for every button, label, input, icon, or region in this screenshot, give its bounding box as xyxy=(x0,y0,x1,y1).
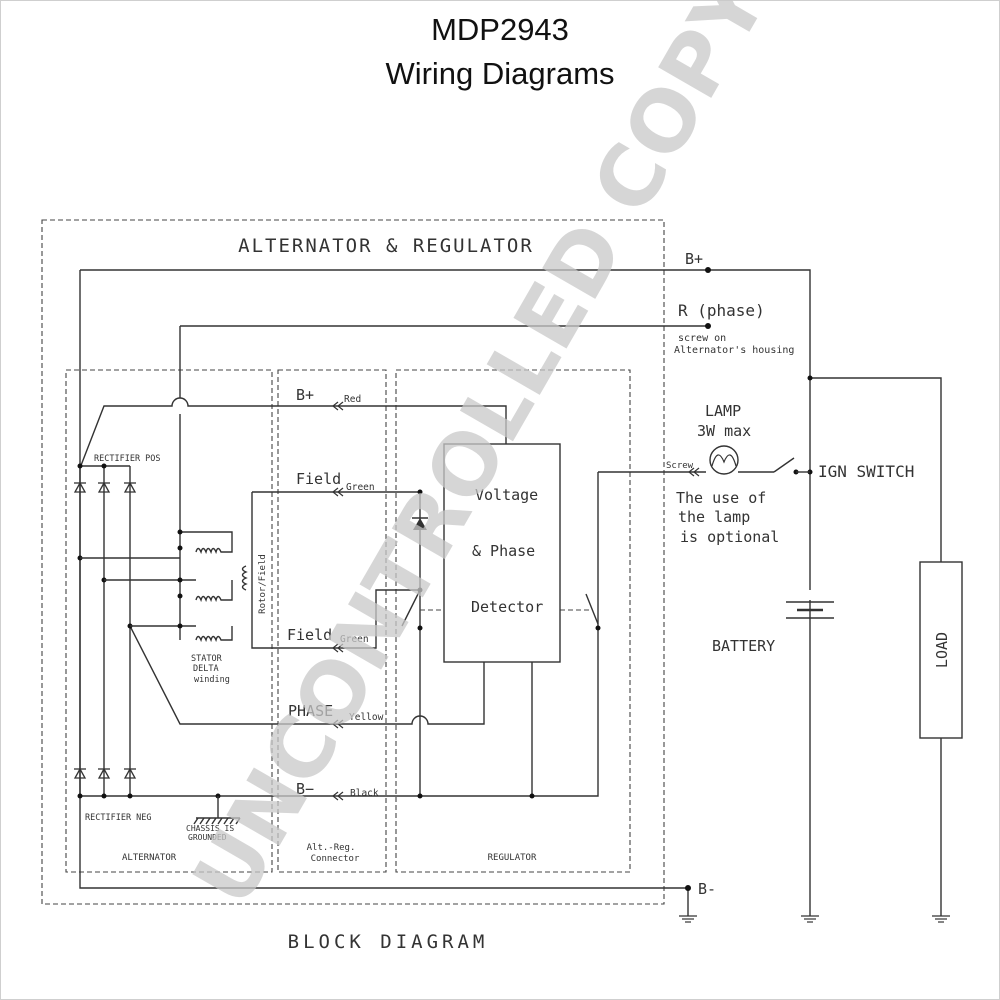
conn-phase-color: Yellow xyxy=(349,712,384,723)
lamp-switch-icon xyxy=(585,593,599,625)
chassis-ground-icon xyxy=(193,796,241,825)
load-wire xyxy=(810,377,942,916)
regulator-label: REGULATOR xyxy=(488,853,537,863)
b-plus-internal xyxy=(79,397,507,469)
page-subtitle: Wiring Diagrams xyxy=(385,56,615,91)
alternator-label: ALTERNATOR xyxy=(122,853,177,863)
screw-label: Screw xyxy=(666,461,694,471)
rectifier-pos-label: RECTIFIER POS xyxy=(94,454,161,464)
junction xyxy=(807,375,813,381)
chassis-label-2: GROUNDED xyxy=(188,833,227,842)
rectifier-pos xyxy=(73,463,221,799)
field-wire-bottom xyxy=(251,492,420,649)
lamp-label: LAMP xyxy=(705,402,741,420)
ign-switch-label: IGN SWITCH xyxy=(818,462,914,481)
lamp-note-1: The use of xyxy=(676,489,766,507)
alt-reg-label: ALTERNATOR & REGULATOR xyxy=(238,235,534,257)
lamp-note-3: is optional xyxy=(680,528,779,546)
stator-label-3: winding xyxy=(194,675,230,685)
conn-phase-name: PHASE xyxy=(288,702,333,720)
stator-label-2: DELTA xyxy=(193,664,219,674)
alternator-box xyxy=(65,369,273,873)
junction xyxy=(417,489,423,495)
junction xyxy=(417,587,423,593)
b-minus-terminal xyxy=(685,885,691,891)
junction xyxy=(417,793,423,799)
load-label: LOAD xyxy=(933,632,951,668)
ground-icon xyxy=(800,915,820,923)
b-plus-ext-label: B+ xyxy=(685,250,703,268)
block-diagram-label: BLOCK DIAGRAM xyxy=(288,931,489,953)
conn-b-minus-name: B− xyxy=(296,780,314,798)
stator-label-1: STATOR xyxy=(191,654,223,664)
conn-b-minus-color: Black xyxy=(350,788,379,799)
rotor-field-label: Rotor/Field xyxy=(258,554,268,614)
connector-label-1: Alt.-Reg. xyxy=(307,843,356,853)
watermark: UNCONTROLLED COPY xyxy=(174,0,787,921)
rectifier-neg-label: RECTIFIER NEG xyxy=(85,813,152,823)
b-minus-ext-label: B- xyxy=(698,880,716,898)
voltage-phase-detector xyxy=(443,443,561,663)
junction xyxy=(595,625,601,631)
battery-icon xyxy=(786,590,834,619)
regulator-ground xyxy=(419,620,533,796)
b-plus-bus xyxy=(80,269,811,916)
ground-icon xyxy=(678,915,698,923)
vpd-label-3: Detector xyxy=(471,598,543,616)
ign-switch-icon xyxy=(773,457,795,473)
conn-field-top-color: Green xyxy=(346,482,375,493)
vpd-label-1: Voltage xyxy=(475,486,538,504)
page-title: MDP2943 xyxy=(431,12,569,47)
conn-field-bottom-name: Field xyxy=(287,626,332,644)
battery-label: BATTERY xyxy=(712,637,775,655)
lamp-icon xyxy=(709,445,739,475)
rotor-field-coil-icon xyxy=(241,565,248,591)
r-terminal xyxy=(705,323,711,329)
conn-field-top-name: Field xyxy=(296,470,341,488)
junction xyxy=(417,625,423,631)
junction xyxy=(529,793,535,799)
field-diode-icon xyxy=(412,517,428,530)
r-phase-label: R (phase) xyxy=(678,301,765,320)
load-box xyxy=(919,561,963,739)
regulator-box xyxy=(395,369,631,873)
conn-b-plus-name: B+ xyxy=(296,386,314,404)
stator-winding-icon xyxy=(80,529,233,643)
chassis-label-1: CHASSIS IS xyxy=(186,824,234,833)
b-minus-internal xyxy=(80,624,599,797)
alt-reg-box xyxy=(41,219,665,905)
lamp-note-2: the lamp xyxy=(678,508,750,526)
conn-field-bottom-color: Green xyxy=(340,634,369,645)
b-plus-terminal xyxy=(705,267,711,273)
vpd-label-2: & Phase xyxy=(472,542,535,560)
ground-icon xyxy=(931,915,951,923)
conn-b-plus-color: Red xyxy=(344,394,361,405)
connector-label-2: Connector xyxy=(311,854,360,864)
connector-box xyxy=(277,369,387,873)
alt-housing-label: Alternator's housing xyxy=(674,345,794,356)
lamp-rating-label: 3W max xyxy=(697,422,751,440)
screw-on-label: screw on xyxy=(678,333,726,344)
regulator-switch-icon xyxy=(401,589,421,627)
